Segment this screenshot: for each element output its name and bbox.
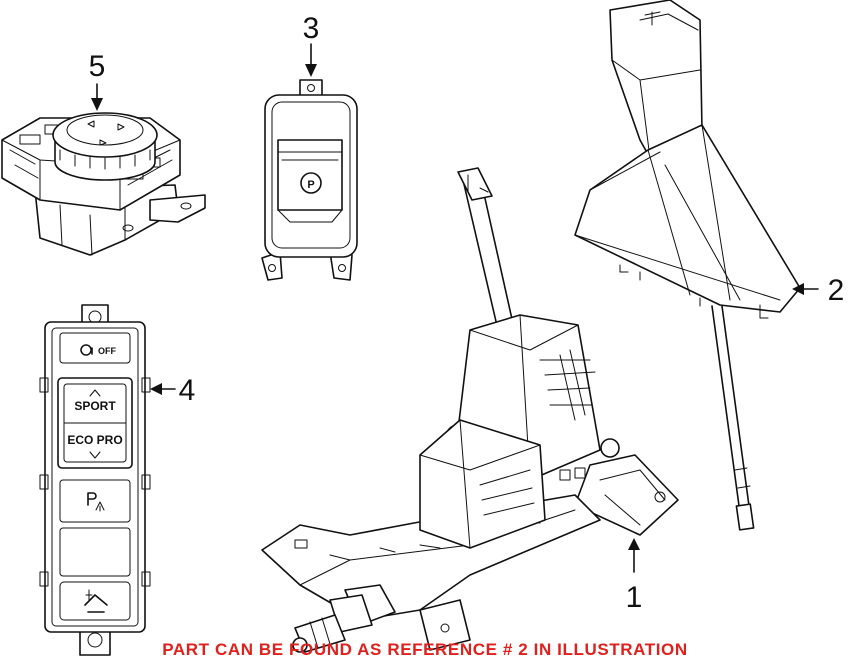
callout-number-2: 2 <box>828 274 845 307</box>
sport-label: SPORT <box>74 399 116 413</box>
driving-switch-panel: OFF SPORT ECO PRO <box>39 304 151 656</box>
callout-part5: 5 <box>89 50 106 111</box>
shifter-assembly <box>261 167 679 653</box>
callout-part3: 3 <box>303 12 320 77</box>
parking-brake-switch: P <box>261 79 358 281</box>
parking-brake-symbol: P <box>307 179 314 191</box>
eco-pro-label: ECO PRO <box>67 433 122 447</box>
callout-part4: 4 <box>150 374 195 407</box>
reference-caption: PART CAN BE FOUND AS REFERENCE # 2 IN IL… <box>162 640 688 659</box>
callout-part2: 2 <box>792 274 844 307</box>
callout-number-1: 1 <box>626 581 643 614</box>
dsc-off-label: OFF <box>98 346 116 356</box>
callout-part1: 1 <box>626 538 643 614</box>
idrive-controller <box>1 112 206 256</box>
callout-number-3: 3 <box>303 12 320 45</box>
gear-knob-boot <box>574 0 801 531</box>
callout-number-4: 4 <box>179 374 196 407</box>
callout-number-5: 5 <box>89 50 106 83</box>
